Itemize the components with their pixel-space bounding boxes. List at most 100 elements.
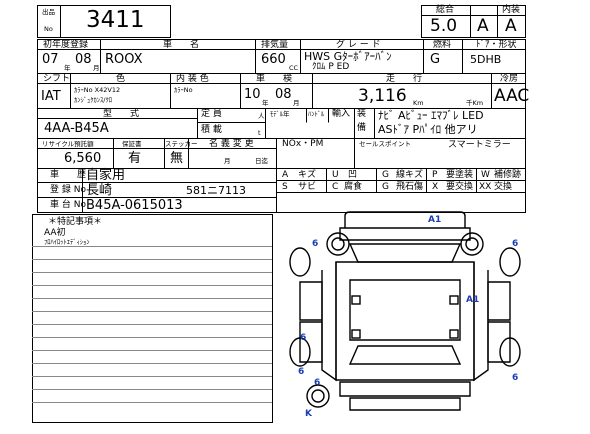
- notes-rule: [32, 246, 272, 247]
- hub-front-left: [331, 237, 345, 251]
- grade-label: グ レ ー ド: [336, 40, 381, 50]
- roof-panel: [349, 279, 461, 341]
- damage-mark-6-rear-left-top: 6: [300, 333, 307, 343]
- month-unit: 月: [93, 64, 100, 72]
- mileage-value: 3,116: [358, 86, 407, 106]
- side-mirror-left: [351, 295, 361, 305]
- spare-wheel: [306, 384, 330, 408]
- equipment-line1: ﾅﾋﾞ Aﾋﾞｭｰ ｴﾏﾌﾞﾚ LED: [378, 109, 484, 122]
- notes-rule: [32, 376, 272, 377]
- notes-rule: [32, 324, 272, 325]
- wheel-front-left: [326, 232, 350, 256]
- history-value: 自家用: [86, 168, 126, 183]
- plate-label: 登 録 No: [50, 185, 86, 195]
- mileage-label: 走 行: [386, 74, 423, 84]
- history-label: 車 歴: [50, 170, 87, 180]
- exterior-score: A: [505, 16, 517, 36]
- capacity-unit: 人: [258, 112, 265, 120]
- wheels: [289, 232, 521, 408]
- legend-code: G: [382, 170, 389, 180]
- year-label: 初年度登録: [43, 40, 89, 50]
- legend-meaning: 線キズ: [396, 170, 424, 180]
- sales-point: スマートミラー: [448, 140, 511, 150]
- damage-mark-6-front-left: 6: [312, 239, 319, 249]
- chassis-label: 車 台 No: [50, 200, 86, 210]
- inspection-month: 08: [275, 87, 292, 102]
- legend-meaning: 要交換: [446, 182, 474, 192]
- car-name: ROOX: [105, 52, 143, 67]
- plate-region: 長崎: [86, 183, 113, 198]
- total-score-label: 総合: [436, 5, 455, 15]
- inspection-year-unit: 年: [262, 99, 269, 107]
- nox-label: NOx・PM: [282, 139, 324, 149]
- legend-code: A: [282, 170, 289, 180]
- notes-rule: [32, 389, 272, 390]
- load-label: 積 載: [201, 125, 222, 135]
- legend-code: W: [481, 170, 490, 180]
- damage-mark-6-front-right: 6: [512, 239, 519, 249]
- notes-rule: [32, 350, 272, 351]
- ac-label: 冷房: [500, 74, 519, 84]
- notes-rule: [32, 272, 272, 273]
- import-label: 輸入: [332, 109, 351, 119]
- model-label: 型 式: [103, 109, 140, 119]
- spare-hub: [311, 389, 325, 403]
- legend-meaning: 交換: [494, 182, 513, 192]
- left-front-door: [299, 281, 323, 321]
- legend-meaning: 凹: [348, 170, 358, 180]
- sticker-label: ステッカー: [165, 140, 198, 148]
- grade-line2: ｸﾛﾑ P ED: [312, 62, 350, 72]
- lot-number: 3411: [86, 7, 145, 33]
- capacity-label: 定 員: [201, 109, 222, 119]
- doors-value: 5DHB: [470, 53, 502, 66]
- handle-label: ﾊﾝﾄﾞﾙ: [308, 110, 325, 118]
- wheel-side-right-front: [499, 247, 521, 277]
- notes-rule: [32, 298, 272, 299]
- left-side-body: [321, 262, 337, 382]
- wheel-side-left-front: [289, 247, 311, 277]
- warranty-value: 有: [128, 151, 142, 166]
- sticker-value: 無: [170, 151, 184, 166]
- recycle-label: リサイクル預託額: [42, 140, 94, 148]
- color-number: ｶﾗｰNo X42V12: [74, 86, 121, 94]
- equipment-line2: ASﾄﾞｱ Pﾊﾟｲﾛ 他アリ: [378, 123, 478, 136]
- plate-number: 581ニ7113: [186, 184, 246, 197]
- hub-front-right: [465, 237, 479, 251]
- transfer-label: 名 義 変 更: [209, 139, 254, 149]
- legend-code: X: [432, 182, 439, 192]
- notes-rule: [32, 259, 272, 260]
- rear-bumper: [349, 397, 461, 411]
- wheel-front-right: [460, 232, 484, 256]
- month-value: 08: [75, 52, 92, 67]
- right-rear-door: [487, 321, 511, 363]
- legend-meaning: キズ: [298, 170, 317, 180]
- damage-mark-6-rear-left: 6: [298, 367, 305, 377]
- inspection-month-unit: 月: [293, 99, 300, 107]
- shift-value: IAT: [41, 89, 61, 104]
- load-unit: t: [258, 129, 261, 137]
- front-bumper: [344, 211, 466, 228]
- recycle-amount: 6,560: [64, 151, 102, 166]
- wheel-side-left-rear: [289, 337, 311, 367]
- interior-color-number: ｶﾗｰNo: [174, 86, 193, 94]
- rear-window: [348, 345, 462, 365]
- equipment-label-1: 装: [357, 109, 367, 119]
- model-year-label: ﾓﾃﾞﾙ年: [270, 110, 290, 118]
- interior-score-label: 内装: [502, 5, 521, 15]
- legend-code: XX: [479, 182, 492, 192]
- mileage-unit-km: Km: [413, 99, 424, 107]
- notes-line1: AA初: [44, 228, 66, 238]
- damage-mark-a1-hood: A1: [428, 215, 442, 225]
- displacement-label: 排気量: [261, 40, 289, 50]
- pillar-right: [449, 329, 459, 339]
- legend-code: C: [332, 182, 339, 192]
- notes-rule: [32, 363, 272, 364]
- fuel-value: G: [430, 52, 441, 67]
- legend-meaning: 飛石傷: [396, 182, 424, 192]
- color-name: ｶﾝｼﾞｭｸｶﾝｽ/ｸﾛ: [74, 96, 112, 104]
- windshield: [348, 243, 462, 263]
- sales-label: セールスポイント: [359, 140, 411, 148]
- rear-gate: [339, 381, 471, 397]
- ac-value: AAC: [494, 86, 530, 106]
